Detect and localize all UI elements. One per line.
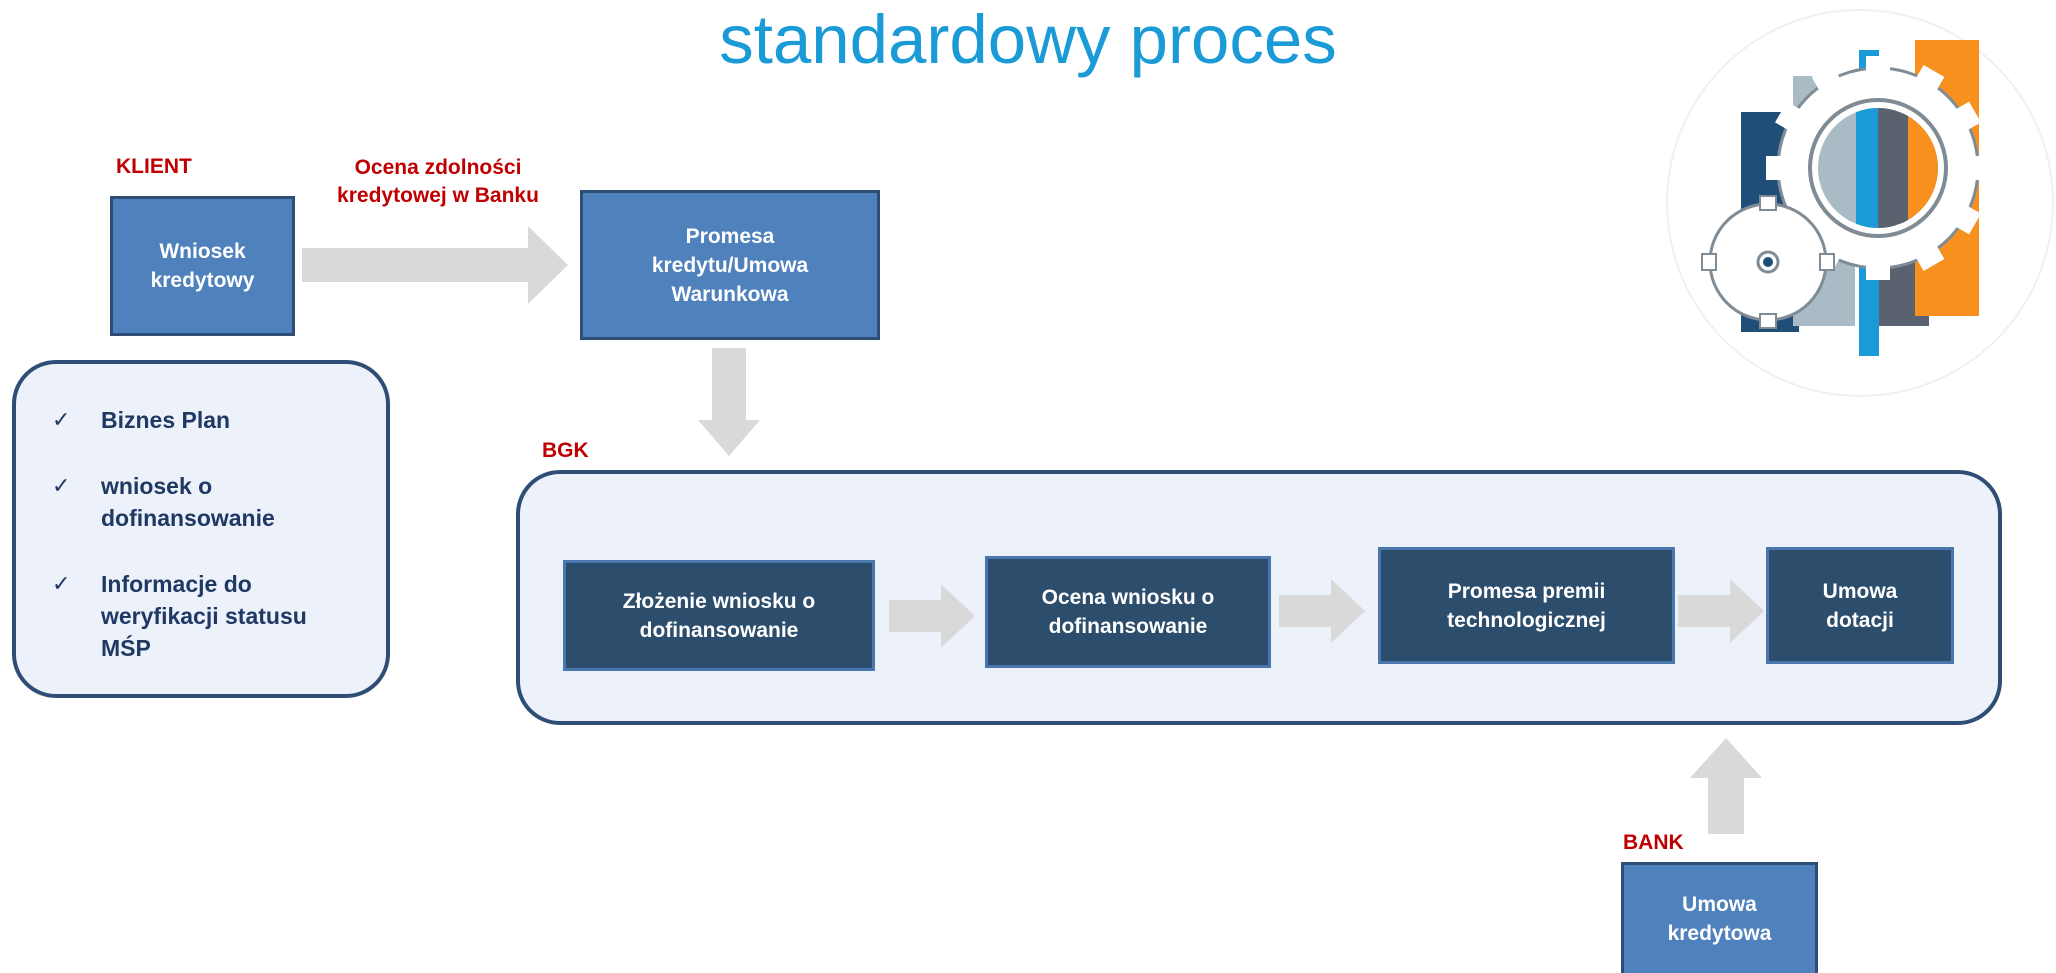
bgk-step-evaluate: Ocena wniosku o dofinansowanie <box>985 556 1271 668</box>
arrow-step-3 <box>1678 579 1764 643</box>
check-icon: ✓ <box>52 473 71 498</box>
arrow-down-to-bgk <box>698 348 760 456</box>
checklist: ✓ Biznes Plan ✓ wniosek o dofinansowanie ✓… <box>16 404 386 664</box>
checklist-item: ✓ wniosek o dofinansowanie <box>16 470 386 534</box>
checklist-item-text: wniosek o dofinansowanie <box>101 473 275 531</box>
credit-agreement-box: Umowa kredytowa <box>1621 862 1818 973</box>
checklist-panel: ✓ Biznes Plan ✓ wniosek o dofinansowanie ✓… <box>12 360 390 698</box>
checklist-item: ✓ Informacje do weryfikacji statusu MŚP <box>16 568 386 664</box>
client-label: KLIENT <box>116 155 192 178</box>
gears-chart-icon <box>1666 9 2054 397</box>
credit-assessment-label: Ocena zdolności kredytowej w Banku <box>337 156 539 207</box>
promise-box: Promesa kredytu/Umowa Warunkowa <box>580 190 880 340</box>
bgk-step-promise: Promesa premii technologicznej <box>1378 547 1675 664</box>
checklist-item-text: Biznes Plan <box>101 407 231 433</box>
credit-application-box: Wniosek kredytowy <box>110 196 295 336</box>
bgk-label: BGK <box>542 439 589 462</box>
bgk-step-agreement: Umowa dotacji <box>1766 547 1954 664</box>
bank-label: BANK <box>1623 831 1684 854</box>
arrow-to-promise <box>302 226 568 304</box>
check-icon: ✓ <box>52 571 71 596</box>
checklist-item-text: Informacje do weryfikacji statusu MŚP <box>101 571 307 661</box>
check-icon: ✓ <box>52 407 71 432</box>
arrow-step-1 <box>889 584 975 648</box>
arrow-step-2 <box>1279 579 1365 643</box>
bgk-step-submit: Złożenie wniosku o dofinansowanie <box>563 560 875 671</box>
arrow-up-to-bgk <box>1690 738 1762 834</box>
checklist-item: ✓ Biznes Plan <box>16 404 386 436</box>
page-title: standardowy proces <box>719 1 1337 78</box>
